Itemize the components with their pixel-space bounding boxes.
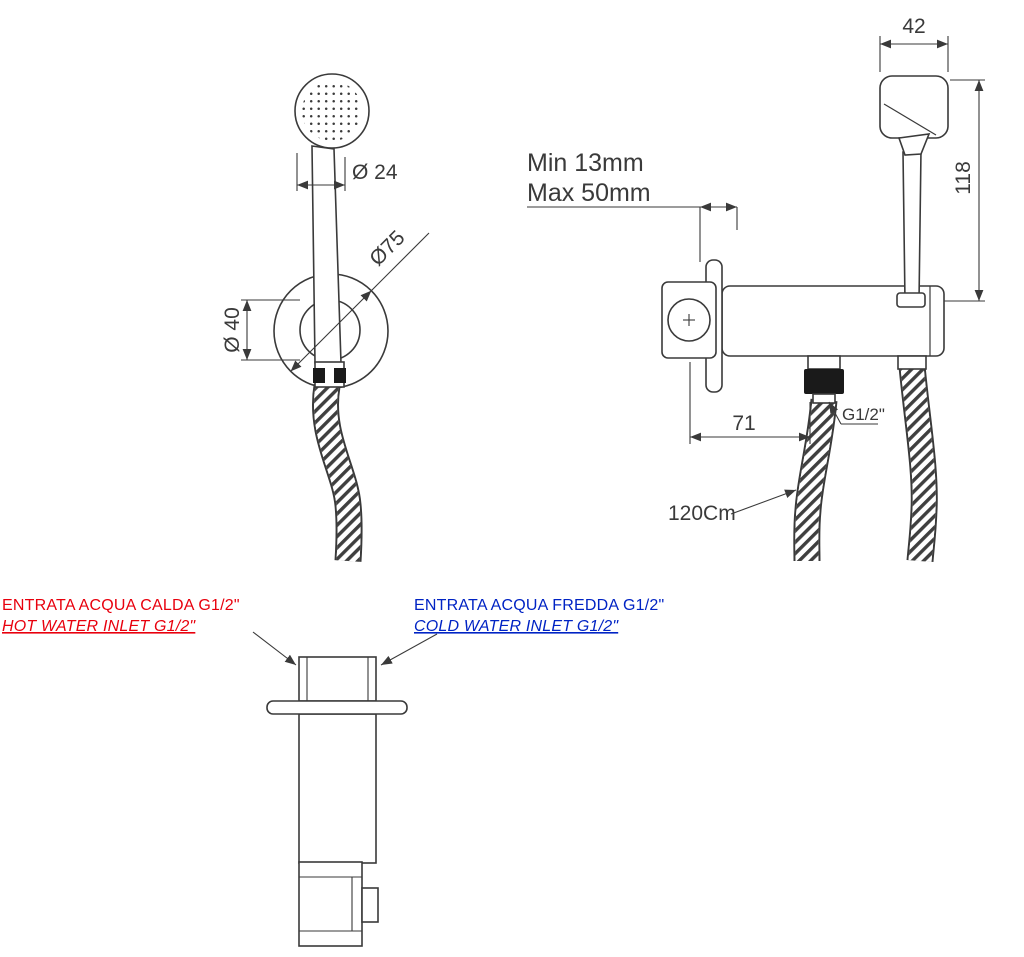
spray-face-edge — [883, 103, 937, 136]
valve-top-block — [298, 656, 377, 702]
hot-inlet-label-en: HOT WATER INLET G1/2" — [2, 618, 196, 635]
hose-length-leader — [730, 489, 797, 515]
wall-max-label: Max 50mm — [527, 179, 651, 207]
holder-tab — [361, 887, 379, 923]
thread-label: G1/2" — [842, 405, 885, 424]
shower-handle-side — [902, 149, 922, 303]
front-view: Ø 24 Ø75 Ø 40 — [221, 73, 430, 562]
cold-inlet-label-it: ENTRATA ACQUA FREDDA G1/2" — [414, 597, 664, 614]
dim-height-label: 118 — [952, 161, 975, 194]
hose-ribs — [314, 384, 361, 562]
body-tube — [298, 713, 377, 864]
dimension-wall-offset — [689, 362, 811, 444]
side-view: 42 118 Min 13mm Max 50mm 71 G1/2 — [527, 15, 985, 563]
handle-collar — [896, 292, 926, 308]
outlet-nut — [804, 369, 844, 394]
hot-inlet-leader — [252, 631, 297, 666]
connector-nut-right — [334, 368, 346, 383]
dimension-wall-range — [527, 202, 738, 262]
dimension-head-diameter — [296, 153, 346, 191]
dimension-height — [944, 79, 985, 302]
hose-length-label: 120Cm — [668, 502, 736, 525]
outlet-nipple — [812, 393, 836, 404]
hose-right — [898, 364, 938, 563]
hose-center — [793, 398, 838, 562]
wall-plate-bottom — [266, 700, 408, 715]
hot-inlet-label-it: ENTRATA ACQUA CALDA G1/2" — [2, 597, 240, 614]
dimension-head-width — [879, 36, 949, 72]
dim-outer-diameter-label: Ø75 — [365, 226, 409, 270]
dim-wall-offset-label: 71 — [732, 412, 755, 435]
spray-head-nozzles — [302, 81, 362, 141]
right-hose-connector — [897, 355, 927, 370]
outlet-neck — [807, 355, 841, 370]
head-neck — [897, 133, 931, 156]
thread-callout-leader — [828, 401, 878, 425]
hose-front — [312, 383, 363, 562]
cold-inlet-label-en: COLD WATER INLET G1/2" — [414, 618, 619, 635]
wall-min-label: Min 13mm — [527, 149, 644, 177]
cold-inlet-leader — [380, 633, 438, 666]
dimension-outer-diameter — [290, 232, 430, 372]
shower-handle-front — [311, 145, 342, 364]
dimension-inner-diameter — [241, 299, 300, 361]
connector-nut-left — [313, 368, 325, 383]
hose-ribs — [900, 364, 936, 562]
dim-head-width-label: 42 — [902, 15, 925, 38]
hose-ribs — [795, 398, 836, 562]
dim-inner-diameter-label: Ø 40 — [221, 307, 244, 353]
dim-head-diameter-label: Ø 24 — [352, 161, 398, 184]
holder-detail — [298, 861, 379, 947]
bottom-view: ENTRATA ACQUA CALDA G1/2" HOT WATER INLE… — [2, 597, 664, 947]
